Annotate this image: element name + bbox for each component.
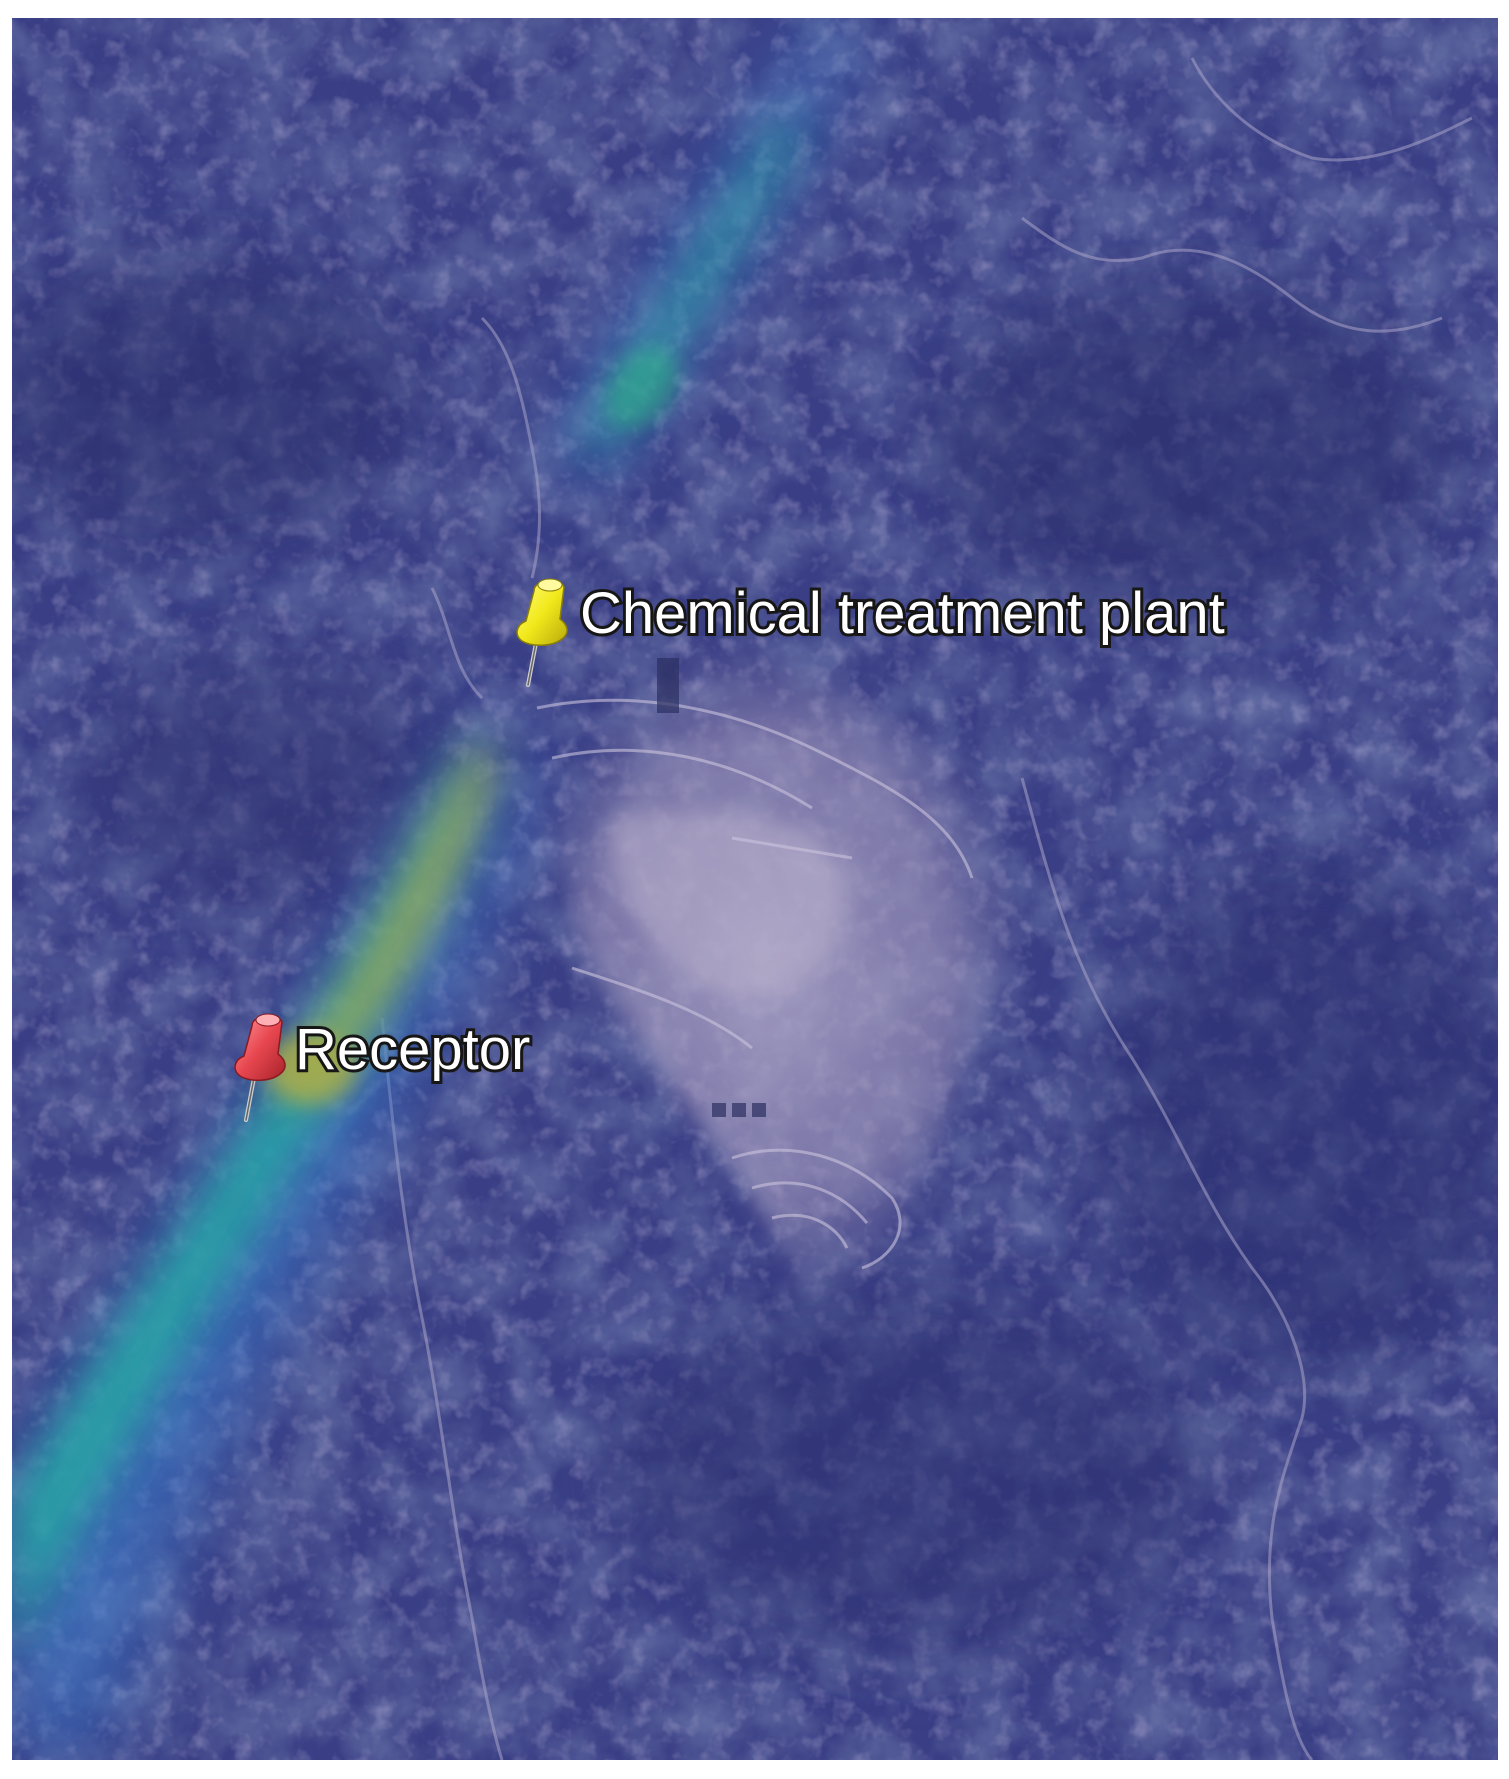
terrain-shadows <box>12 258 1498 1648</box>
yellow-pushpin-icon[interactable] <box>512 573 582 693</box>
quarry-site <box>512 631 1027 1307</box>
red-pushpin-icon[interactable] <box>230 1008 300 1128</box>
marker-label-receptor: Receptor <box>292 1017 533 1082</box>
marker-label-plant: Chemical treatment plant <box>577 581 1228 646</box>
plume-north <box>552 18 872 488</box>
roads <box>380 57 1473 1760</box>
map-canvas <box>12 18 1498 1760</box>
map-view[interactable]: Chemical treatment plant Receptor <box>12 18 1498 1760</box>
plume-south <box>12 708 519 1760</box>
